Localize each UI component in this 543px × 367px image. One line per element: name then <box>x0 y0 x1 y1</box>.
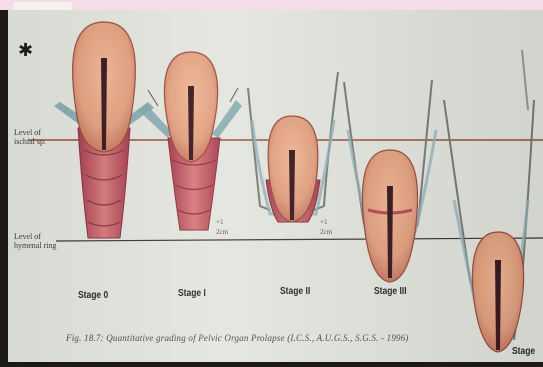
textbook-page: ✱ Level of ischial sp. Level of hymenal … <box>8 10 543 362</box>
stage-0-label: Stage 0 <box>78 290 108 301</box>
stage-0-figure <box>54 22 154 238</box>
hymenal-ring-line <box>56 238 543 241</box>
stage-ii-label: Stage II <box>280 286 310 297</box>
ischial-level-label: Level of ischial sp. <box>14 128 46 146</box>
stage-iv-label: Stage <box>512 346 535 357</box>
stage-ii-cm-mark-b: 2cm <box>320 228 332 236</box>
prolapse-staging-diagram <box>8 10 543 362</box>
stage-i-cm-mark-b: 2cm <box>216 228 228 236</box>
stage-iv-figure <box>444 50 534 352</box>
stage-i-cm-mark-a: +1 <box>216 218 223 226</box>
figure-caption: Fig. 18.7: Quantitative grading of Pelvi… <box>66 333 409 343</box>
stage-iii-label: Stage III <box>374 286 407 297</box>
stage-iii-figure <box>344 80 436 282</box>
star-mark: ✱ <box>18 40 33 61</box>
top-strip <box>0 0 543 10</box>
stage-i-figure <box>138 52 242 230</box>
hymenal-level-label: Level of hymenal ring <box>14 232 56 250</box>
stage-i-label: Stage I <box>178 288 206 299</box>
stage-ii-figure <box>248 72 338 222</box>
stage-ii-cm-mark-a: +1 <box>320 218 327 226</box>
